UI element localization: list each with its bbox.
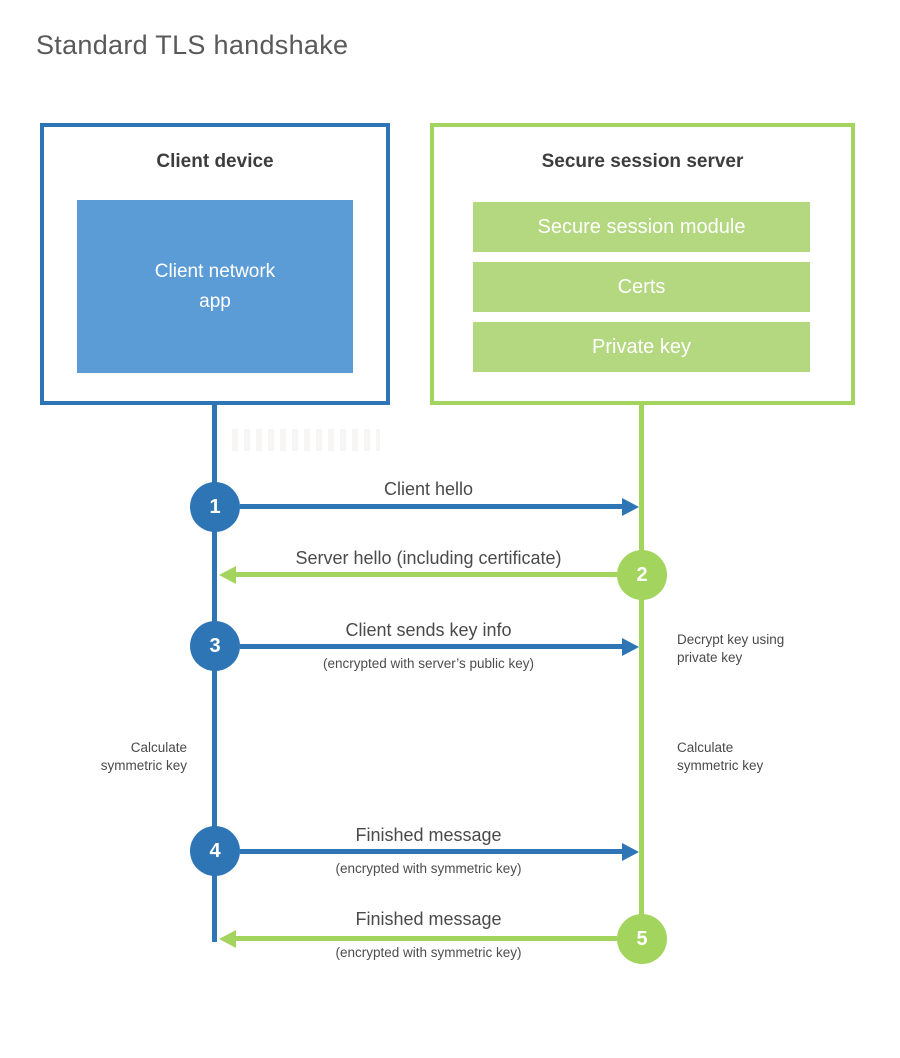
step-3-sublabel: (encrypted with server’s public key) bbox=[322, 656, 535, 671]
step-3-arrow-line bbox=[240, 644, 622, 649]
step-2-arrow-line bbox=[235, 572, 617, 577]
arrowhead-right-icon bbox=[622, 638, 639, 656]
step-4-badge: 4 bbox=[190, 826, 240, 876]
client-device-box: Client device Client network app bbox=[40, 123, 390, 405]
step-3-label: Client sends key info bbox=[345, 620, 512, 640]
diagram-title: Standard TLS handshake bbox=[36, 30, 349, 60]
step-4-label: Finished message bbox=[355, 825, 502, 845]
arrowhead-left-icon bbox=[219, 930, 236, 948]
faint-dashes-artifact bbox=[232, 429, 380, 451]
step-5-sublabel: (encrypted with symmetric key) bbox=[335, 945, 522, 960]
server-module-private-key: Private key bbox=[473, 322, 810, 372]
step-5-badge: 5 bbox=[617, 914, 667, 964]
client-lifeline bbox=[212, 405, 217, 942]
step-2-badge: 2 bbox=[617, 550, 667, 600]
client-network-app-block: Client network app bbox=[77, 200, 353, 373]
server-lifeline bbox=[639, 405, 644, 939]
note-decrypt-key: Decrypt key using private key bbox=[677, 632, 785, 665]
server-module-certs: Certs bbox=[473, 262, 810, 312]
note-calculate-symmetric-key-client: Calculate symmetric key bbox=[100, 740, 187, 773]
arrowhead-right-icon bbox=[622, 843, 639, 861]
server-heading: Secure session server bbox=[541, 151, 744, 172]
server-box: Secure session server Secure session mod… bbox=[430, 123, 855, 405]
arrowhead-right-icon bbox=[622, 498, 639, 516]
step-1-badge: 1 bbox=[190, 482, 240, 532]
client-device-heading: Client device bbox=[156, 151, 274, 172]
step-2-label: Server hello (including certificate) bbox=[295, 548, 562, 568]
step-1-label: Client hello bbox=[383, 479, 474, 499]
step-5-arrow-line bbox=[235, 936, 617, 941]
step-5-label: Finished message bbox=[355, 909, 502, 929]
arrowhead-left-icon bbox=[219, 566, 236, 584]
server-module-secure-session: Secure session module bbox=[473, 202, 810, 252]
step-3-badge: 3 bbox=[190, 621, 240, 671]
step-1-arrow-line bbox=[240, 504, 622, 509]
note-calculate-symmetric-key-server: Calculate symmetric key bbox=[677, 740, 764, 773]
step-4-sublabel: (encrypted with symmetric key) bbox=[335, 861, 522, 876]
step-4-arrow-line bbox=[240, 849, 622, 854]
